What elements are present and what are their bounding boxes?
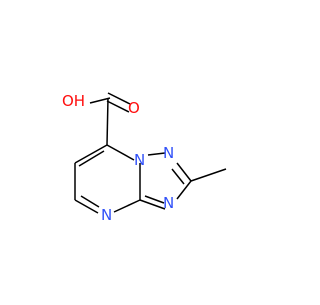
bond-c-oh — [89, 97, 111, 104]
bond-layer — [74, 92, 227, 214]
molecule-canvas: OH O N N N N — [62, 92, 227, 224]
bond-n1-c7 — [106, 144, 135, 161]
molecule-structure: OH O N N N N — [62, 92, 227, 224]
bond-n3-c3a-inner — [144, 195, 165, 204]
bond-c-o-double-b — [107, 92, 131, 105]
atom-label-o: O — [128, 99, 140, 117]
bond-c-o-double-a — [106, 100, 130, 113]
atom-label-n4: N — [101, 206, 112, 224]
bond-c2-n3 — [176, 180, 192, 200]
bond-n3-c3a — [139, 199, 166, 210]
atom-label-n3: N — [163, 194, 174, 212]
bond-n2-c2-inner — [171, 168, 185, 185]
bond-n1-n2 — [147, 152, 166, 156]
atom-label-n1: N — [134, 151, 145, 169]
bond-cooh-c7 — [106, 97, 109, 146]
bond-c2-methyl — [190, 168, 227, 182]
bond-n4-c3a — [113, 199, 141, 213]
atom-label-n2: N — [163, 144, 174, 162]
bond-c7-c6-inner — [78, 150, 105, 167]
bond-n2-c2 — [176, 162, 192, 182]
bond-c7-c6 — [74, 144, 108, 164]
bond-c5-n4 — [74, 199, 99, 214]
atom-label-oh: OH — [62, 92, 85, 110]
atom-label-layer: OH O N N N N — [62, 92, 174, 224]
bond-c5-n4-inner — [80, 195, 100, 208]
